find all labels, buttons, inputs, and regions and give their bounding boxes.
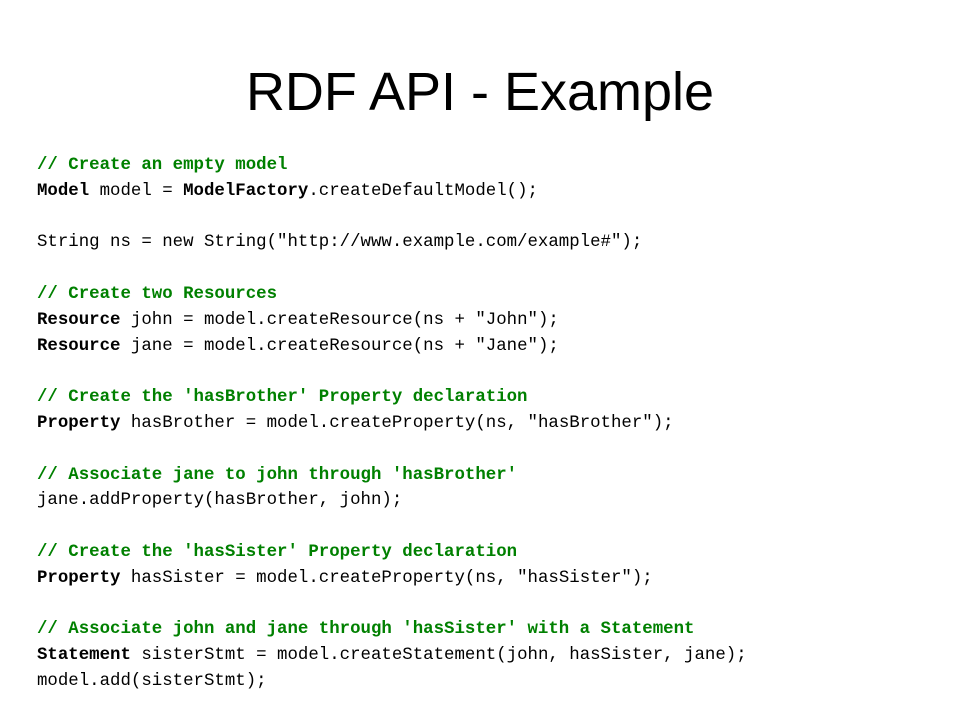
code-comment: // Create two Resources xyxy=(37,284,278,304)
code-statement: hasBrother = model.createProperty(ns, "h… xyxy=(120,413,674,433)
code-blank-line xyxy=(37,592,947,618)
code-comment: // Associate john and jane through 'hasS… xyxy=(37,620,695,640)
code-line: String ns = new String("http://www.examp… xyxy=(37,230,947,256)
code-type-keyword: Resource xyxy=(37,310,121,330)
code-statement: String ns = new String("http://www.examp… xyxy=(37,233,643,253)
code-blank-line xyxy=(37,256,947,282)
code-statement: jane = model.createResource(ns + "Jane")… xyxy=(120,336,559,356)
code-line: Statement sisterStmt = model.createState… xyxy=(37,643,947,669)
code-type-keyword: Model xyxy=(37,181,90,201)
code-comment-line: // Associate john and jane through 'hasS… xyxy=(37,617,947,643)
code-comment-line: // Associate jane to john through 'hasBr… xyxy=(37,463,947,489)
code-comment-line: // Create the 'hasSister' Property decla… xyxy=(37,540,947,566)
code-blank-line xyxy=(37,437,947,463)
code-comment-line: // Create an empty model xyxy=(37,153,947,179)
code-comment-line: // Create the 'hasBrother' Property decl… xyxy=(37,385,947,411)
code-statement: jane.addProperty(hasBrother, john); xyxy=(37,491,403,511)
code-line: Resource john = model.createResource(ns … xyxy=(37,308,947,334)
code-statement: model.add(sisterStmt); xyxy=(37,671,267,691)
code-type-keyword: Statement xyxy=(37,646,131,666)
code-blank-line xyxy=(37,205,947,231)
code-statement: hasSister = model.createProperty(ns, "ha… xyxy=(120,568,653,588)
code-line: jane.addProperty(hasBrother, john); xyxy=(37,488,947,514)
code-comment: // Create the 'hasSister' Property decla… xyxy=(37,542,518,562)
code-statement: sisterStmt = model.createStatement(john,… xyxy=(130,646,747,666)
code-line: Model model = ModelFactory.createDefault… xyxy=(37,179,947,205)
code-comment-line: // Create two Resources xyxy=(37,282,947,308)
code-line: Property hasBrother = model.createProper… xyxy=(37,411,947,437)
code-statement: .createDefaultModel(); xyxy=(308,181,538,201)
code-line: Resource jane = model.createResource(ns … xyxy=(37,334,947,360)
code-comment: // Create an empty model xyxy=(37,156,288,175)
code-type-keyword: ModelFactory xyxy=(183,181,309,201)
code-statement: model = xyxy=(89,181,184,201)
code-comment: // Associate jane to john through 'hasBr… xyxy=(37,465,518,485)
code-blank-line xyxy=(37,514,947,540)
code-type-keyword: Property xyxy=(37,568,121,588)
slide-title: RDF API - Example xyxy=(245,62,715,122)
code-comment: // Create the 'hasBrother' Property decl… xyxy=(37,388,528,408)
code-statement: john = model.createResource(ns + "John")… xyxy=(120,310,559,330)
code-blank-line xyxy=(37,359,947,385)
code-line: model.add(sisterStmt); xyxy=(37,669,947,695)
code-type-keyword: Property xyxy=(37,413,121,433)
code-type-keyword: Resource xyxy=(37,336,121,356)
code-line: Property hasSister = model.createPropert… xyxy=(37,566,947,592)
